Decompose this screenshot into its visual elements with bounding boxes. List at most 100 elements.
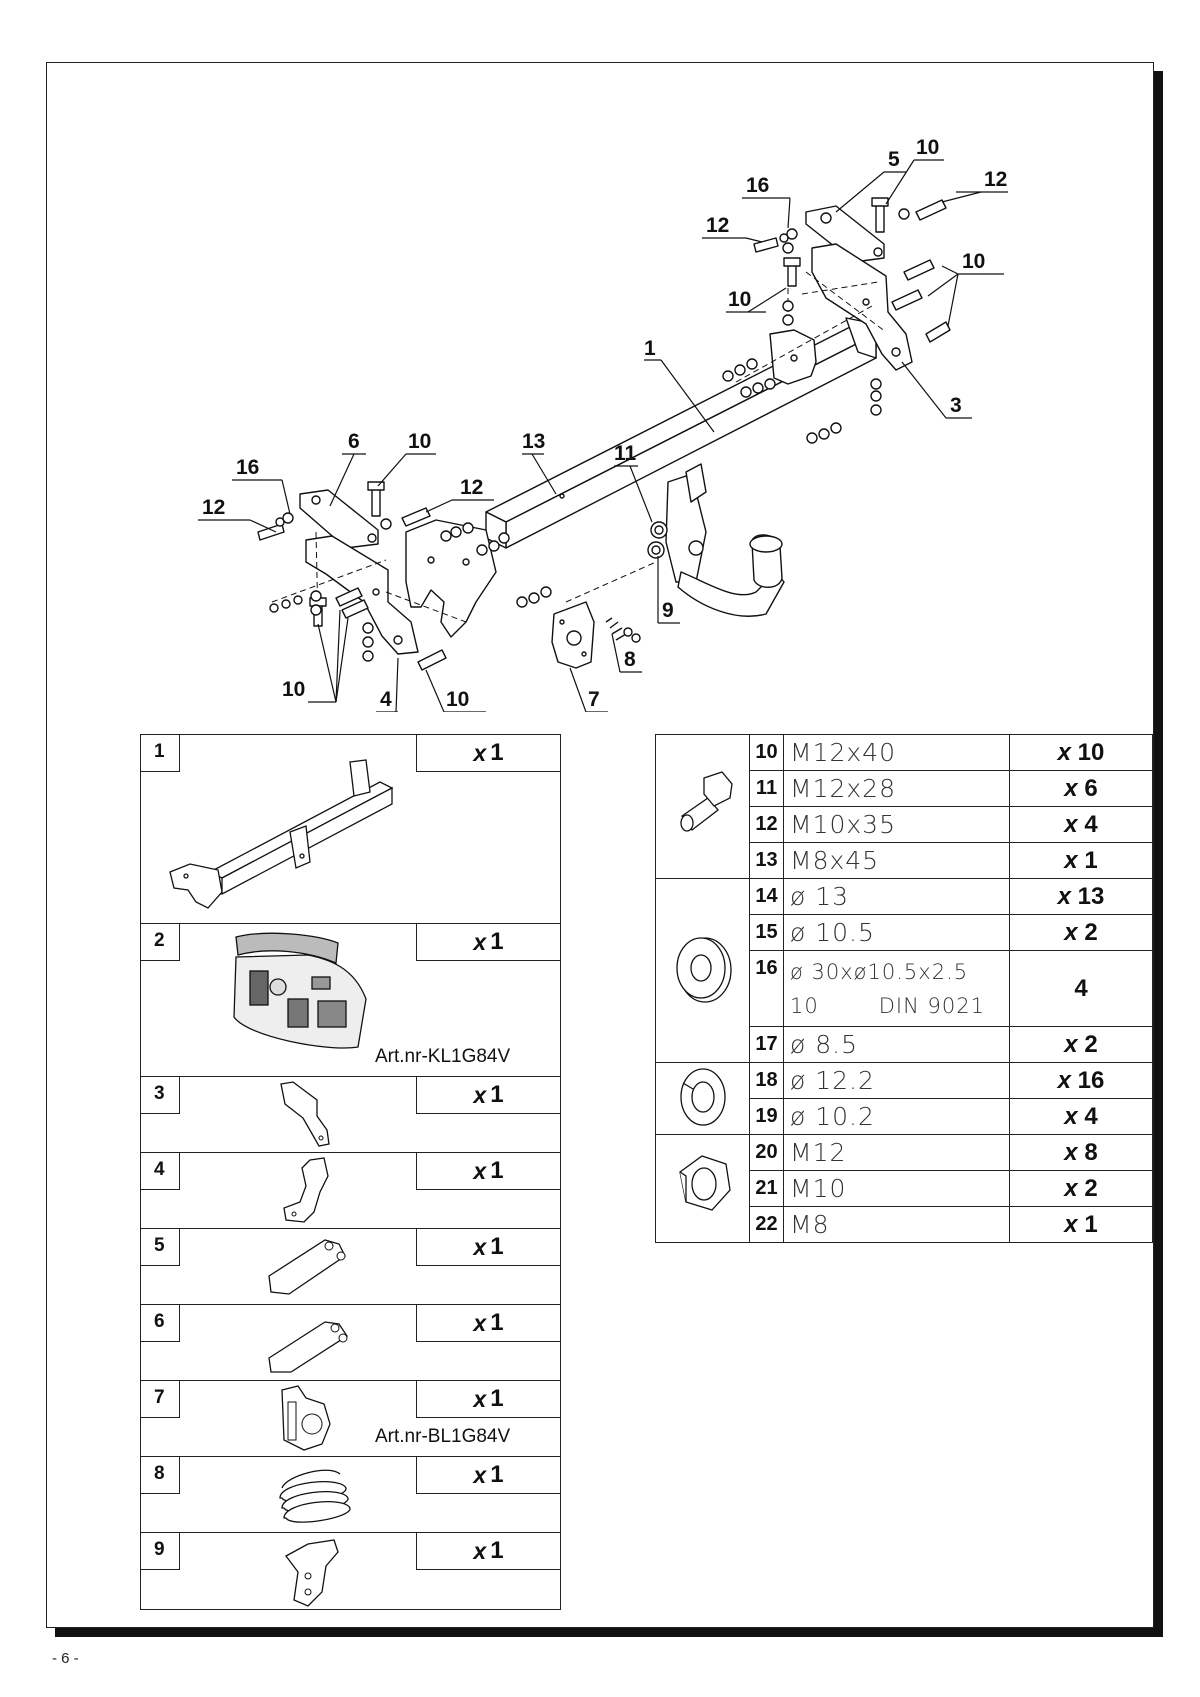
part-spec: M12x28 [783,770,1010,807]
part-number: 6 [154,1311,165,1332]
callout-1: 1 [644,337,656,360]
part-spec: ø 13 [783,878,1010,915]
part-quantity: x 2 [1009,1026,1153,1063]
callout-7: 7 [588,688,600,711]
spring-washer-icon [679,1068,726,1126]
bolt-icon [915,199,947,221]
part-num-box [140,1532,180,1570]
part-spec: M12 [783,1134,1010,1171]
part-quantity: x 4 [1009,806,1153,843]
part-spec: M10x35 [783,806,1010,843]
callout-12: 12 [202,496,225,519]
part-number: 11 [749,770,784,807]
table-row: 20 M12 x 8 [655,1134,1153,1243]
part-number: 18 [749,1062,784,1099]
bolt-icon [753,237,779,253]
part-quantity: x 13 [1009,878,1153,915]
part-spec: ø 12.2 [783,1062,1010,1099]
nut-icon [678,1155,731,1211]
callout-4: 4 [380,688,392,711]
part-quantity: x 10 [1009,734,1153,771]
bracket-3-part [811,243,913,371]
page-number: - 6 - [52,1650,79,1667]
bolt-icon [335,587,363,607]
part-quantity: x 1 [1009,842,1153,879]
part-quantity: x 2 [1009,1170,1153,1207]
washer-icon [675,937,732,1003]
callout-9: 9 [662,599,674,622]
bolt-icon [417,649,447,671]
callout-16: 16 [746,174,769,197]
part-quantity: x 8 [1009,1134,1153,1171]
part-number: 22 [749,1206,784,1243]
bolt-icon [401,507,431,527]
part-number: 7 [154,1387,165,1408]
part-quantity: x 16 [1009,1062,1153,1099]
callout-11: 11 [614,442,637,465]
part-num-box [140,1152,180,1190]
washer-image-cell [655,878,750,1063]
crossbar-part [405,317,877,638]
exploded-diagram: 1 3 4 5 6 7 8 9 10 10 10 10 10 10 11 12 … [198,136,1008,712]
part-num-box [140,1456,180,1494]
crossbar-thumbnail [169,759,394,909]
callout-10: 10 [408,430,431,453]
part-spec: M8x45 [783,842,1010,879]
part-num-box [140,1304,180,1342]
callout-8: 8 [624,648,636,671]
table-row: 21 M10 x 2 [656,1170,1153,1207]
towball-part [647,463,785,617]
bolt-image-cell [655,734,750,879]
callout-16: 16 [236,456,259,479]
bolt-icon [903,259,935,281]
table-row: 10 M12x40 x 10 [655,734,1153,879]
part-number: 8 [154,1463,165,1484]
callout-12: 12 [706,214,729,237]
part-spec-line-1: ø 30xø10.5x2.5 [790,959,969,984]
callout-10: 10 [962,250,985,273]
callout-3: 3 [950,394,962,417]
callout-6: 6 [348,430,360,453]
part-spec: M10 [783,1170,1010,1207]
fasteners-table: 10 M12x40 x 10 11 M12x28 x 6 12 M10x35 x… [655,734,1153,1243]
callout-13: 13 [522,430,545,453]
part-number: 15 [749,914,784,951]
bracket-5-thumbnail [268,1239,346,1295]
part-number: 20 [749,1134,784,1171]
part-quantity: x 1 [1009,1206,1153,1243]
part-num-box [140,1076,180,1114]
socket-plate-thumbnail [281,1385,331,1451]
part-number: 12 [749,806,784,843]
part-spec: ø 10.2 [783,1098,1010,1135]
table-row: 11 M12x28 x 6 [656,770,1153,807]
part-number: 14 [749,878,784,915]
wiring-kit-thumbnail [233,932,367,1049]
bolt-icon [925,321,951,343]
part-number: 19 [749,1098,784,1135]
table-row: 18 ø 12.2 x 16 [655,1062,1153,1135]
part-quantity: x 4 [1009,1098,1153,1135]
towball-bracket-thumbnail [285,1539,339,1607]
callout-12: 12 [460,476,483,499]
part-number: 9 [154,1539,165,1560]
part-quantity: x 6 [1009,770,1153,807]
part-number: 2 [154,930,165,951]
bolt-icon [871,197,889,233]
part-num-box [140,923,180,961]
part-num-box [140,1228,180,1266]
part-number: 16 [749,950,784,1027]
callout-5: 5 [888,148,900,171]
callout-10: 10 [282,678,305,701]
bracket-3-thumbnail [280,1081,330,1147]
callout-10: 10 [916,136,939,159]
